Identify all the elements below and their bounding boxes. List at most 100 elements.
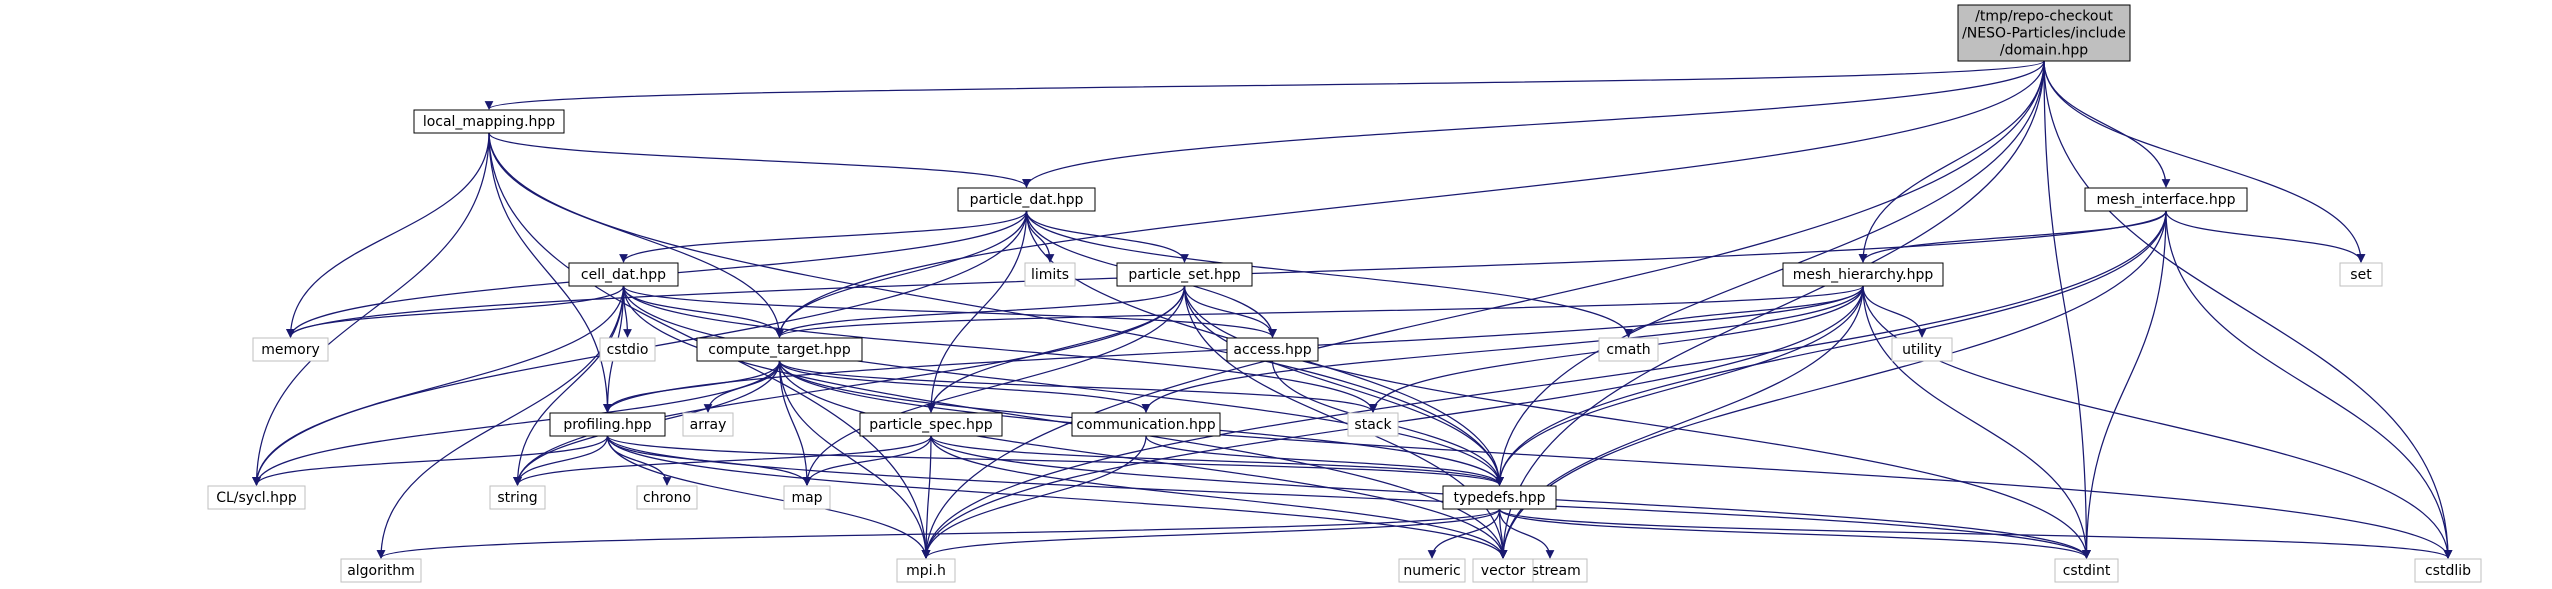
edge-typedefs-to-cstdint xyxy=(1498,508,2091,559)
edge-mesh_hierarchy-to-communication xyxy=(1141,285,1864,413)
edge-typedefs-to-cstdlib xyxy=(1498,508,2453,559)
node-set: set xyxy=(2339,262,2383,287)
edge-typedefs-to-mpi xyxy=(921,508,1501,559)
node-limits: limits xyxy=(1024,262,1076,287)
edge-domain-to-mpi xyxy=(921,60,2045,559)
node-box-cl-sycl xyxy=(207,485,306,510)
node-label-vector: vector xyxy=(1481,563,1526,579)
edge-profiling-to-chrono xyxy=(606,435,672,486)
edge-local_mapping-to-particle_dat xyxy=(488,132,1031,188)
edge-particle_dat-to-compute_target xyxy=(775,210,1028,338)
node-cmath: cmath xyxy=(1598,337,1659,362)
node-particle-set[interactable]: particle_set.hpp xyxy=(1116,262,1253,287)
node-label-map: map xyxy=(791,490,822,506)
node-label-cstdlib: cstdlib xyxy=(2425,563,2471,579)
edge-domain-to-local_mapping xyxy=(485,60,2045,110)
edge-typedefs-to-iostream xyxy=(1498,508,1555,559)
node-box-communication xyxy=(1071,412,1221,437)
edge-mesh_interface-to-mpi xyxy=(921,210,2167,559)
node-label-string: string xyxy=(497,490,537,506)
node-particle-spec[interactable]: particle_spec.hpp xyxy=(859,412,1003,437)
edge-profiling-to-mpi xyxy=(606,435,931,559)
edge-particle_spec-to-string xyxy=(513,435,932,486)
node-box-cstdio xyxy=(599,337,656,362)
edge-particle_dat-to-particle_set xyxy=(1025,210,1189,263)
edge-domain-to-mesh_hierarchy xyxy=(1858,60,2045,263)
node-label-mesh-interface: mesh_interface.hpp xyxy=(2097,192,2236,208)
node-profiling[interactable]: profiling.hpp xyxy=(549,412,666,437)
edge-mesh_hierarchy-to-compute_target xyxy=(775,285,1864,338)
node-access[interactable]: access.hpp xyxy=(1226,337,1319,362)
node-box-map xyxy=(783,485,831,510)
node-box-particle-set xyxy=(1116,262,1253,287)
node-typedefs[interactable]: typedefs.hpp xyxy=(1442,485,1557,510)
node-particle-dat[interactable]: particle_dat.hpp xyxy=(957,187,1096,212)
node-box-cstdlib xyxy=(2414,558,2482,583)
edge-mesh_hierarchy-to-vector xyxy=(1498,285,1864,559)
edge-communication-to-mpi xyxy=(921,435,1147,559)
edge-typedefs-to-numeric xyxy=(1427,508,1501,559)
node-box-local-mapping xyxy=(413,109,565,134)
edge-particle_set-to-compute_target xyxy=(775,285,1186,338)
edge-compute_target-to-map xyxy=(778,360,812,486)
node-box-algorithm xyxy=(340,558,422,583)
node-chrono: chrono xyxy=(636,485,698,510)
node-communication[interactable]: communication.hpp xyxy=(1071,412,1221,437)
node-label-access: access.hpp xyxy=(1233,342,1311,358)
node-local-mapping[interactable]: local_mapping.hpp xyxy=(413,109,565,134)
node-box-utility xyxy=(1891,337,1953,362)
node-cstdlib: cstdlib xyxy=(2414,558,2482,583)
edge-particle_spec-to-mpi xyxy=(921,435,932,559)
edge-particle_set-to-map xyxy=(802,285,1186,486)
node-box-profiling xyxy=(549,412,666,437)
edge-profiling-to-cl_sycl xyxy=(252,435,609,486)
node-box-array xyxy=(682,412,734,437)
edge-mesh_hierarchy-to-cmath xyxy=(1624,285,1864,338)
edge-local_mapping-to-typedefs xyxy=(488,132,1504,486)
node-box-chrono xyxy=(636,485,698,510)
edge-particle_spec-to-map xyxy=(802,435,932,486)
edge-profiling-to-string xyxy=(513,435,609,486)
edge-domain-to-set xyxy=(2043,60,2366,263)
node-memory: memory xyxy=(252,337,329,362)
edge-cell_dat-to-algorithm xyxy=(376,285,625,559)
node-label-typedefs: typedefs.hpp xyxy=(1453,490,1545,506)
node-cstdio: cstdio xyxy=(599,337,656,362)
edge-profiling-to-vector xyxy=(606,435,1508,559)
edge-mesh_interface-to-cstdint xyxy=(2082,210,2167,559)
edge-particle_set-to-typedefs xyxy=(1183,285,1504,486)
node-label-cstdio: cstdio xyxy=(607,342,649,358)
node-box-limits xyxy=(1024,262,1076,287)
node-label-domain: /tmp/repo-checkout xyxy=(1975,9,2113,25)
node-label-local-mapping: local_mapping.hpp xyxy=(423,114,555,130)
node-cl-sycl: CL/sycl.hpp xyxy=(207,485,306,510)
node-label-particle-set: particle_set.hpp xyxy=(1128,267,1240,283)
node-box-stack xyxy=(1347,412,1399,437)
nodes-layer: /tmp/repo-checkout/NESO-Particles/includ… xyxy=(207,4,2482,583)
node-compute-target[interactable]: compute_target.hpp xyxy=(696,337,863,362)
edge-domain-to-cstdint xyxy=(2043,60,2091,559)
node-cell-dat[interactable]: cell_dat.hpp xyxy=(568,262,679,287)
edge-cell_dat-to-string xyxy=(513,285,625,486)
node-cstdint: cstdint xyxy=(2054,558,2119,583)
edge-particle_spec-to-vector xyxy=(930,435,1508,559)
edge-compute_target-to-profiling xyxy=(603,360,781,413)
edge-cell_dat-to-access xyxy=(622,285,1277,338)
node-box-vector xyxy=(1472,558,1534,583)
edge-local_mapping-to-memory xyxy=(286,132,490,338)
edge-local_mapping-to-cl_sycl xyxy=(252,132,490,486)
edge-typedefs-to-vector xyxy=(1498,508,1508,559)
node-box-particle-dat xyxy=(957,187,1096,212)
node-label-domain: /domain.hpp xyxy=(2000,43,2088,59)
edge-particle_dat-to-limits xyxy=(1025,210,1055,263)
edge-communication-to-typedefs xyxy=(1145,435,1504,486)
edges-layer xyxy=(252,60,2453,559)
edge-particle_dat-to-cell_dat xyxy=(619,210,1028,263)
edge-particle_set-to-access xyxy=(1183,285,1277,338)
node-mesh-hierarchy[interactable]: mesh_hierarchy.hpp xyxy=(1782,262,1944,287)
node-domain[interactable]: /tmp/repo-checkout/NESO-Particles/includ… xyxy=(1957,4,2131,62)
node-label-chrono: chrono xyxy=(643,490,691,506)
node-mesh-interface[interactable]: mesh_interface.hpp xyxy=(2084,187,2248,212)
node-box-cmath xyxy=(1598,337,1659,362)
